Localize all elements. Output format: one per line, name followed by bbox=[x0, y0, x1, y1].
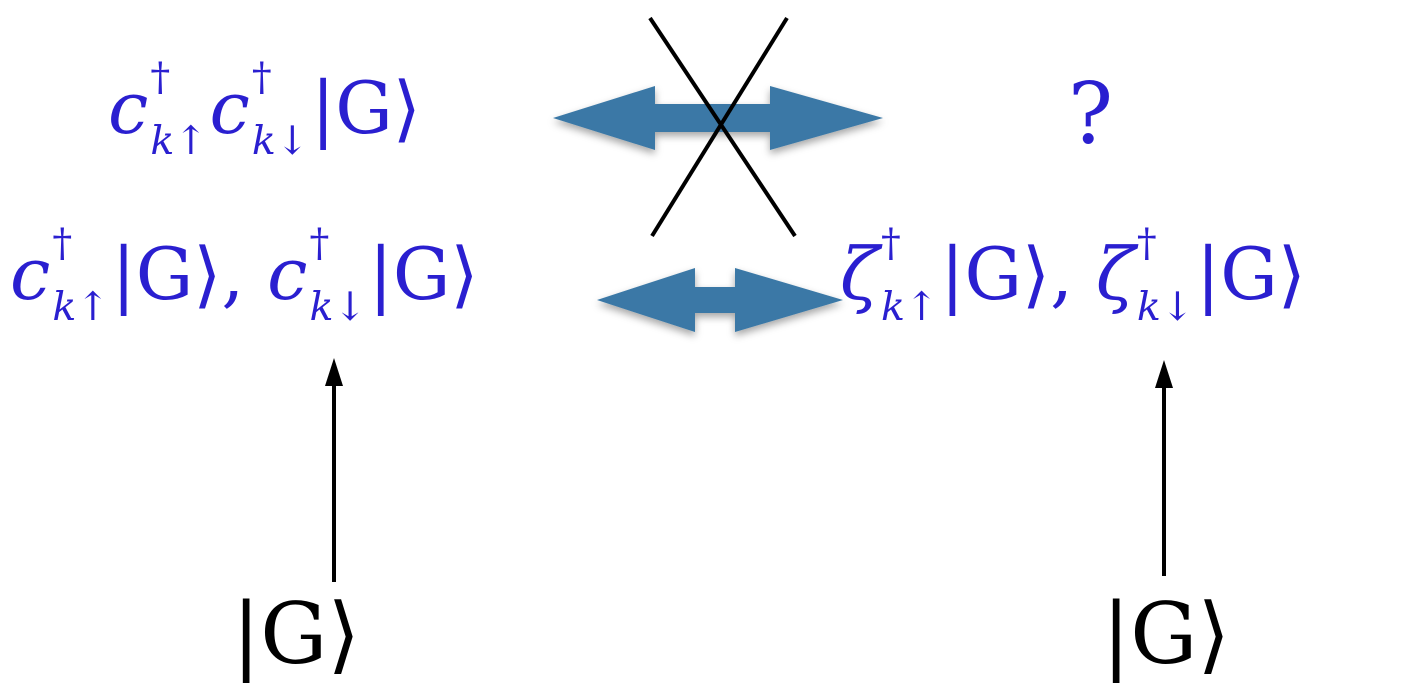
comma: , bbox=[221, 232, 245, 316]
double-arrow-icon-middle bbox=[597, 268, 843, 332]
comma: , bbox=[1050, 232, 1073, 316]
single-particle-states-expression: c†k↑|G⟩, c†k↓|G⟩ bbox=[10, 224, 479, 327]
up-arrow-icon-right bbox=[1155, 360, 1173, 576]
zeta-states-expression: ζ†k↑|G⟩, ζ†k↓|G⟩ bbox=[840, 224, 1306, 327]
subscript-k-up: k↑ bbox=[881, 283, 939, 330]
subscript-k-down: k↓ bbox=[309, 283, 367, 330]
operator-zeta-up: ζ bbox=[840, 232, 880, 316]
ground-state-ket-right: |G⟩ bbox=[1102, 585, 1231, 683]
ground-state-ket-left: |G⟩ bbox=[232, 585, 361, 683]
subscript-k-down: k↓ bbox=[1136, 283, 1195, 330]
subscript-k-up: k↑ bbox=[150, 117, 208, 164]
operator-zeta-down: ζ bbox=[1095, 232, 1135, 316]
cross-icon bbox=[648, 16, 797, 238]
operator-c-down: c bbox=[267, 232, 308, 316]
subscript-k-down: k↓ bbox=[251, 117, 309, 164]
ket-g: |G⟩ bbox=[940, 232, 1051, 316]
operator-c-down: c bbox=[209, 66, 250, 150]
ket-g: |G⟩ bbox=[111, 232, 222, 316]
ket-g: |G⟩ bbox=[1196, 232, 1306, 316]
dagger-sup: † bbox=[309, 220, 330, 267]
operator-c-up: c bbox=[108, 66, 149, 150]
dagger-sup: † bbox=[52, 220, 73, 267]
dagger-sup: † bbox=[251, 54, 272, 101]
unknown-state-question-mark: ? bbox=[1068, 65, 1114, 163]
ket-g: |G⟩ bbox=[368, 232, 479, 316]
ket-g: |G⟩ bbox=[310, 66, 421, 150]
operator-c-up: c bbox=[10, 232, 51, 316]
pair-state-expression: c†k↑c†k↓|G⟩ bbox=[108, 58, 421, 161]
dagger-sup: † bbox=[881, 220, 901, 267]
dagger-sup: † bbox=[1136, 220, 1157, 267]
up-arrow-icon-left bbox=[325, 358, 343, 582]
subscript-k-up: k↑ bbox=[52, 283, 110, 330]
dagger-sup: † bbox=[150, 54, 171, 101]
